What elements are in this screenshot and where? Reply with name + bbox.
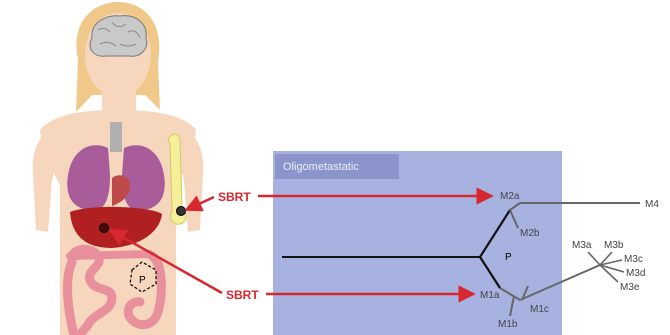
bone-lesion xyxy=(177,207,186,216)
sbrt-label-lower: SBRT xyxy=(226,288,259,302)
left-arm xyxy=(33,128,60,232)
node-m3b: M3b xyxy=(604,240,624,251)
node-m1c: M1c xyxy=(530,304,549,315)
node-m3c: M3c xyxy=(624,254,643,265)
trachea xyxy=(110,122,122,152)
brain xyxy=(90,16,147,57)
node-m3a: M3a xyxy=(572,240,592,251)
colon xyxy=(70,254,150,256)
node-m1a: M1a xyxy=(480,290,500,301)
node-m2b: M2b xyxy=(520,228,540,239)
node-m3d: M3d xyxy=(626,268,645,279)
node-p: P xyxy=(505,252,512,263)
node-m2a: M2a xyxy=(500,191,520,202)
node-m1b: M1b xyxy=(498,319,518,330)
sbrt-label-upper: SBRT xyxy=(218,190,251,204)
node-m4: M4 xyxy=(645,199,659,210)
liver-lesion xyxy=(100,224,109,233)
human-body-illustration: P xyxy=(33,2,204,335)
panel-title: Oligometastatic xyxy=(283,161,359,173)
node-m3e: M3e xyxy=(620,282,640,293)
branch-m3a xyxy=(588,252,600,265)
primary-tumor-label: P xyxy=(139,275,146,286)
